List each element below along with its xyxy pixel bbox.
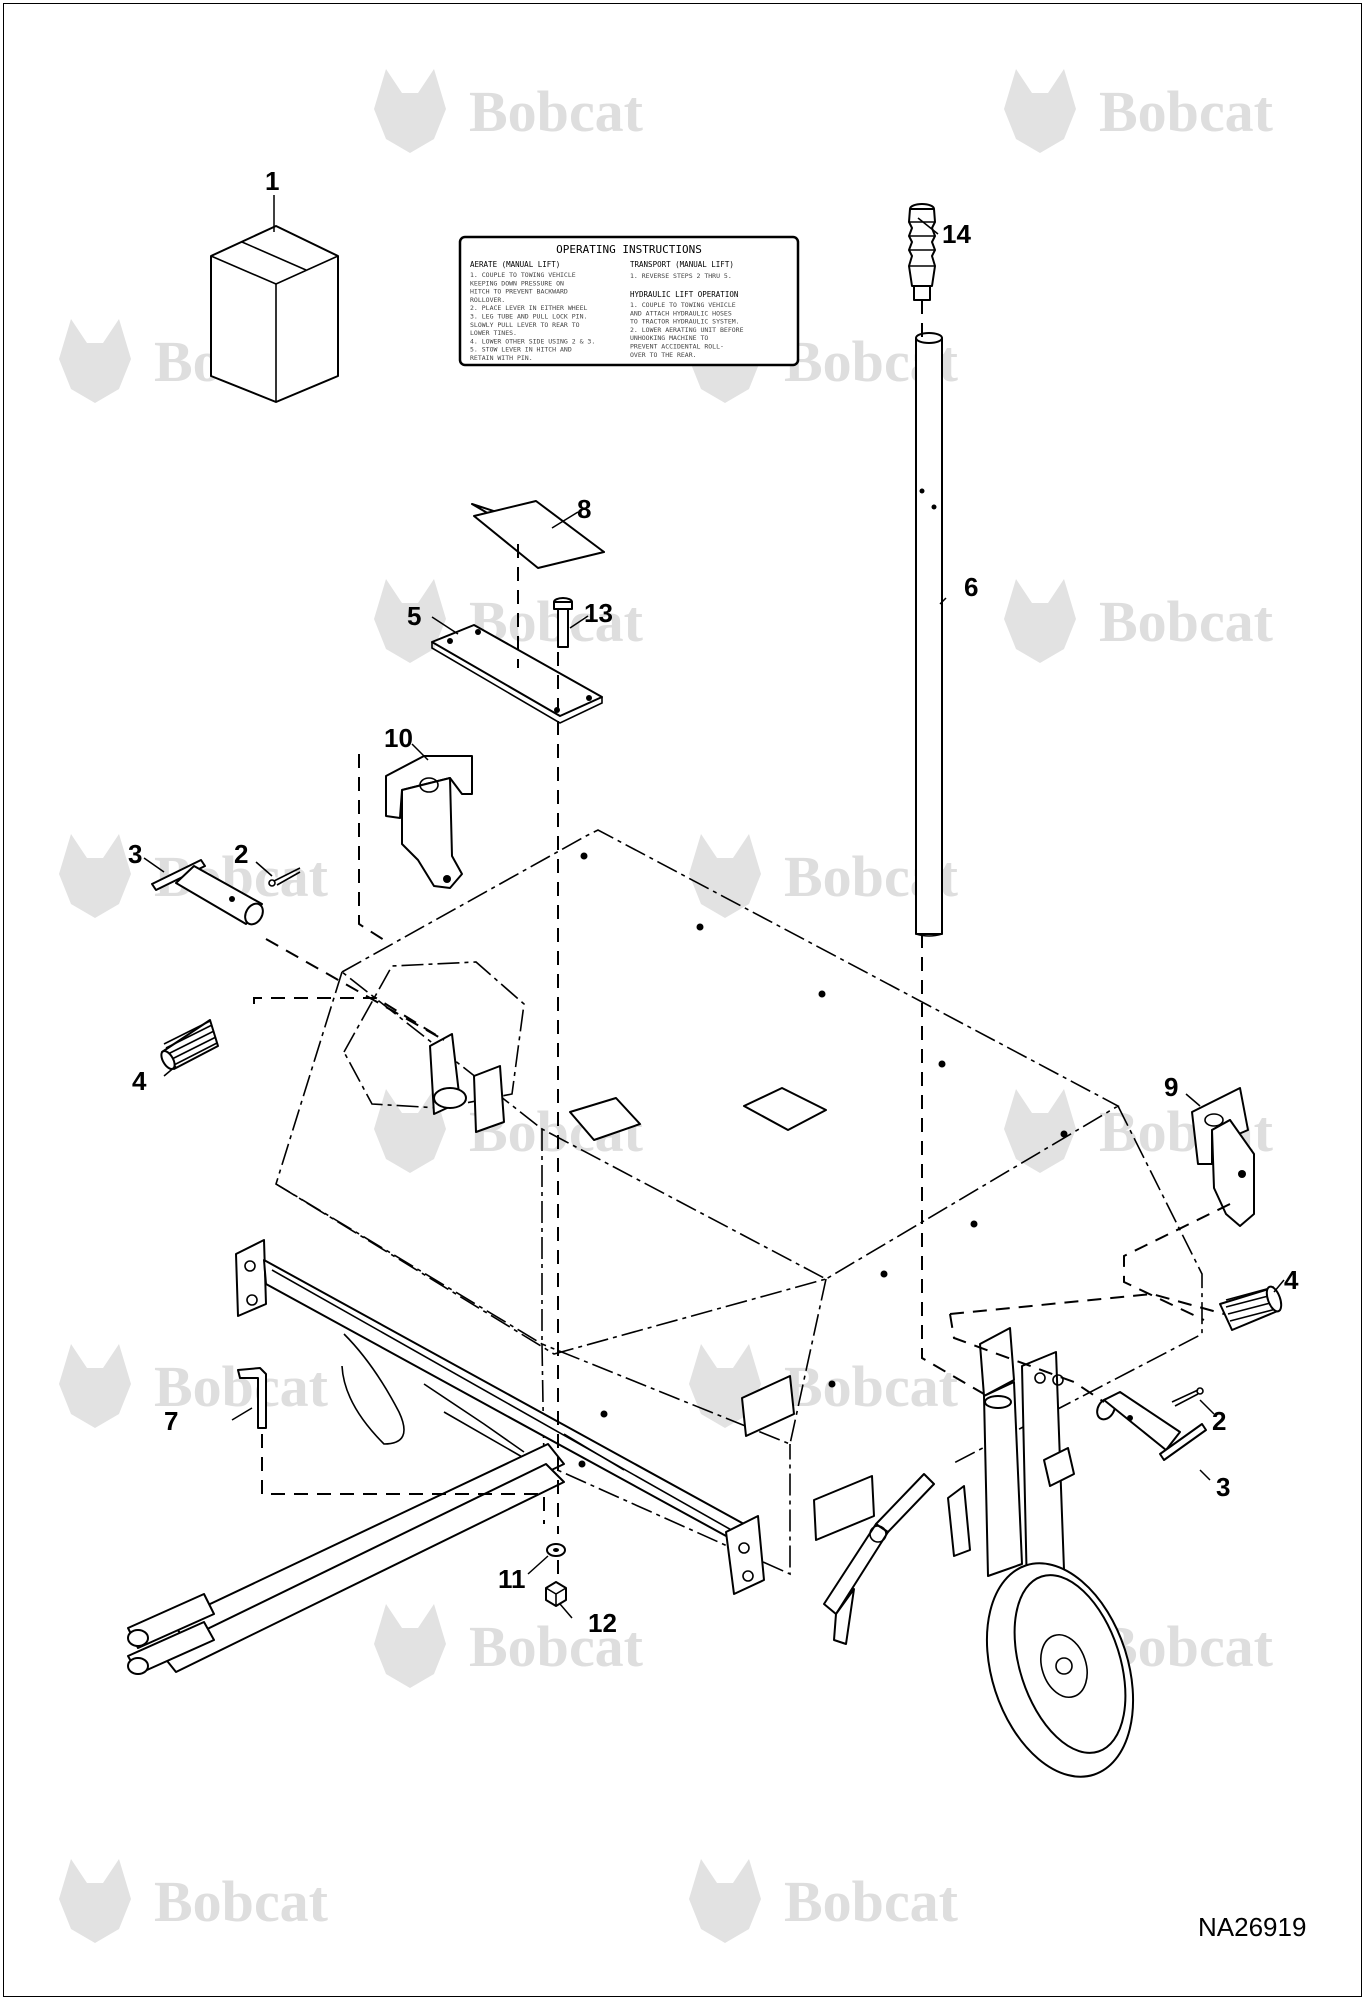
svg-text:Bobcat: Bobcat: [154, 1354, 329, 1419]
watermark-12: Bobcat: [689, 1344, 959, 1428]
callout-2-right: 2: [1212, 1406, 1226, 1436]
part-9-bracket-right: [1191, 1087, 1255, 1227]
decal-right-lines: 1. COUPLE TO TOWING VEHICLE AND ATTACH H…: [630, 301, 744, 359]
parts-diagram: Bobcat Bobcat Bobcat Bobcat Bobcat Bobca…: [59, 69, 1306, 1943]
callout-labels: 1 14 8 5 13 6 10 3 2 4 7 9 4 2 3 11 12: [128, 166, 1299, 1638]
callout-8: 8: [577, 494, 591, 524]
svg-text:Bobcat: Bobcat: [469, 1614, 644, 1679]
decal-right-line-1: 1. REVERSE STEPS 2 THRU 5.: [630, 272, 732, 280]
part-12-nut: [545, 1581, 567, 1607]
part-4-spring-left: [160, 1019, 219, 1071]
decal-left-lines-line: HITCH TO PREVENT BACKWARD: [470, 288, 568, 296]
watermark-1: Bobcat: [374, 69, 644, 153]
decal-left-lines-line: RETAIN WITH PIN.: [470, 354, 533, 362]
callout-3-left: 3: [128, 839, 142, 869]
decal-left-lines-line: 1. COUPLE TO TOWING VEHICLE: [470, 271, 576, 279]
callout-3-right: 3: [1216, 1472, 1230, 1502]
svg-text:Bobcat: Bobcat: [1099, 79, 1274, 144]
watermark-2: Bobcat: [1004, 69, 1274, 153]
part-1-box: [210, 225, 339, 403]
svg-text:Bobcat: Bobcat: [784, 1869, 959, 1934]
callout-7: 7: [164, 1406, 178, 1436]
decal-left-lines-line: 4. LOWER OTHER SIDE USING 2 & 3.: [470, 337, 595, 345]
diagram-frame: Bobcat Bobcat Bobcat Bobcat Bobcat Bobca…: [3, 3, 1362, 1997]
decal-left-lines-line: 5. STOW LEVER IN HITCH AND: [470, 346, 572, 354]
callout-9: 9: [1164, 1072, 1178, 1102]
decal-left-lines-line: 3. LEG TUBE AND PULL LOCK PIN.: [470, 313, 587, 321]
callout-11: 11: [498, 1564, 526, 1594]
part-3-pin-left: [151, 859, 264, 926]
part-14-grip: [908, 203, 936, 301]
decal-right-lines-line: UNHOOKING MACHINE TO: [630, 334, 708, 342]
callout-13: 13: [584, 598, 613, 628]
decal-title: OPERATING INSTRUCTIONS: [556, 243, 702, 256]
decal-left-lines-line: 2. PLACE LEVER IN EITHER WHEEL: [470, 304, 587, 312]
callout-4-left: 4: [132, 1066, 147, 1096]
callout-12: 12: [588, 1608, 617, 1638]
svg-text:Bobcat: Bobcat: [784, 1354, 959, 1419]
svg-text:Bobcat: Bobcat: [469, 79, 644, 144]
decal-left-heading: AERATE (MANUAL LIFT): [470, 260, 560, 269]
decal-left-lines-line: SLOWLY PULL LEVER TO REAR TO: [470, 321, 580, 329]
callout-10: 10: [384, 723, 413, 753]
callout-14: 14: [942, 219, 971, 249]
watermark-6: Bobcat: [1004, 579, 1274, 663]
part-11-washer: [546, 1543, 566, 1557]
decal-left-lines-line: LOWER TINES.: [470, 329, 517, 337]
callout-4-right: 4: [1284, 1265, 1299, 1295]
watermark-15: Bobcat: [59, 1859, 329, 1943]
figure-id: NA26919: [1198, 1912, 1306, 1942]
decal-right-heading-2: HYDRAULIC LIFT OPERATION: [630, 290, 738, 299]
callout-6: 6: [964, 572, 978, 602]
decal-left-lines-line: ROLLOVER.: [470, 296, 505, 304]
part-5-plate: [431, 624, 603, 724]
svg-text:Bobcat: Bobcat: [154, 1869, 329, 1934]
decal-right-lines-line: 1. COUPLE TO TOWING VEHICLE: [630, 301, 736, 309]
part-7-l-pin: [237, 1367, 267, 1429]
part-13-bolt: [553, 597, 573, 648]
part-2-cotter-left: [268, 867, 301, 887]
watermark-13: Bobcat: [374, 1604, 644, 1688]
decal-right-lines-line: AND ATTACH HYDRAULIC HOSES: [630, 309, 732, 317]
decal-right-lines-line: TO TRACTOR HYDRAULIC SYSTEM.: [630, 318, 740, 326]
watermark-11: Bobcat: [59, 1344, 329, 1428]
operating-instructions-decal: OPERATING INSTRUCTIONS AERATE (MANUAL LI…: [458, 235, 800, 367]
part-8-decal: [471, 500, 605, 569]
svg-text:Bobcat: Bobcat: [1099, 589, 1274, 654]
decal-right-lines-line: 2. LOWER AERATING UNIT BEFORE: [630, 326, 744, 334]
decal-right-heading-1: TRANSPORT (MANUAL LIFT): [630, 260, 734, 269]
decal-left-lines-line: KEEPING DOWN PRESSURE ON: [470, 279, 564, 287]
decal-right-lines-line: OVER TO THE REAR.: [630, 351, 697, 359]
part-3-pin-right: [1096, 1391, 1207, 1461]
assembly-lines: [253, 300, 1231, 1578]
part-4-spring-right: [1219, 1285, 1283, 1331]
part-10-bracket: [385, 755, 473, 889]
decal-left-lines: 1. COUPLE TO TOWING VEHICLE KEEPING DOWN…: [470, 271, 595, 362]
part-6-handle-tube: [915, 332, 943, 937]
callout-1: 1: [265, 166, 279, 196]
decal-right-lines-line: PREVENT ACCIDENTAL ROLL-: [630, 343, 724, 351]
callout-2-left: 2: [234, 839, 248, 869]
part-2-cotter-right: [1171, 1387, 1204, 1407]
leader-lines: [143, 195, 1285, 1619]
aerator-body: [127, 829, 1203, 1778]
watermark-16: Bobcat: [689, 1859, 959, 1943]
callout-5: 5: [407, 601, 421, 631]
